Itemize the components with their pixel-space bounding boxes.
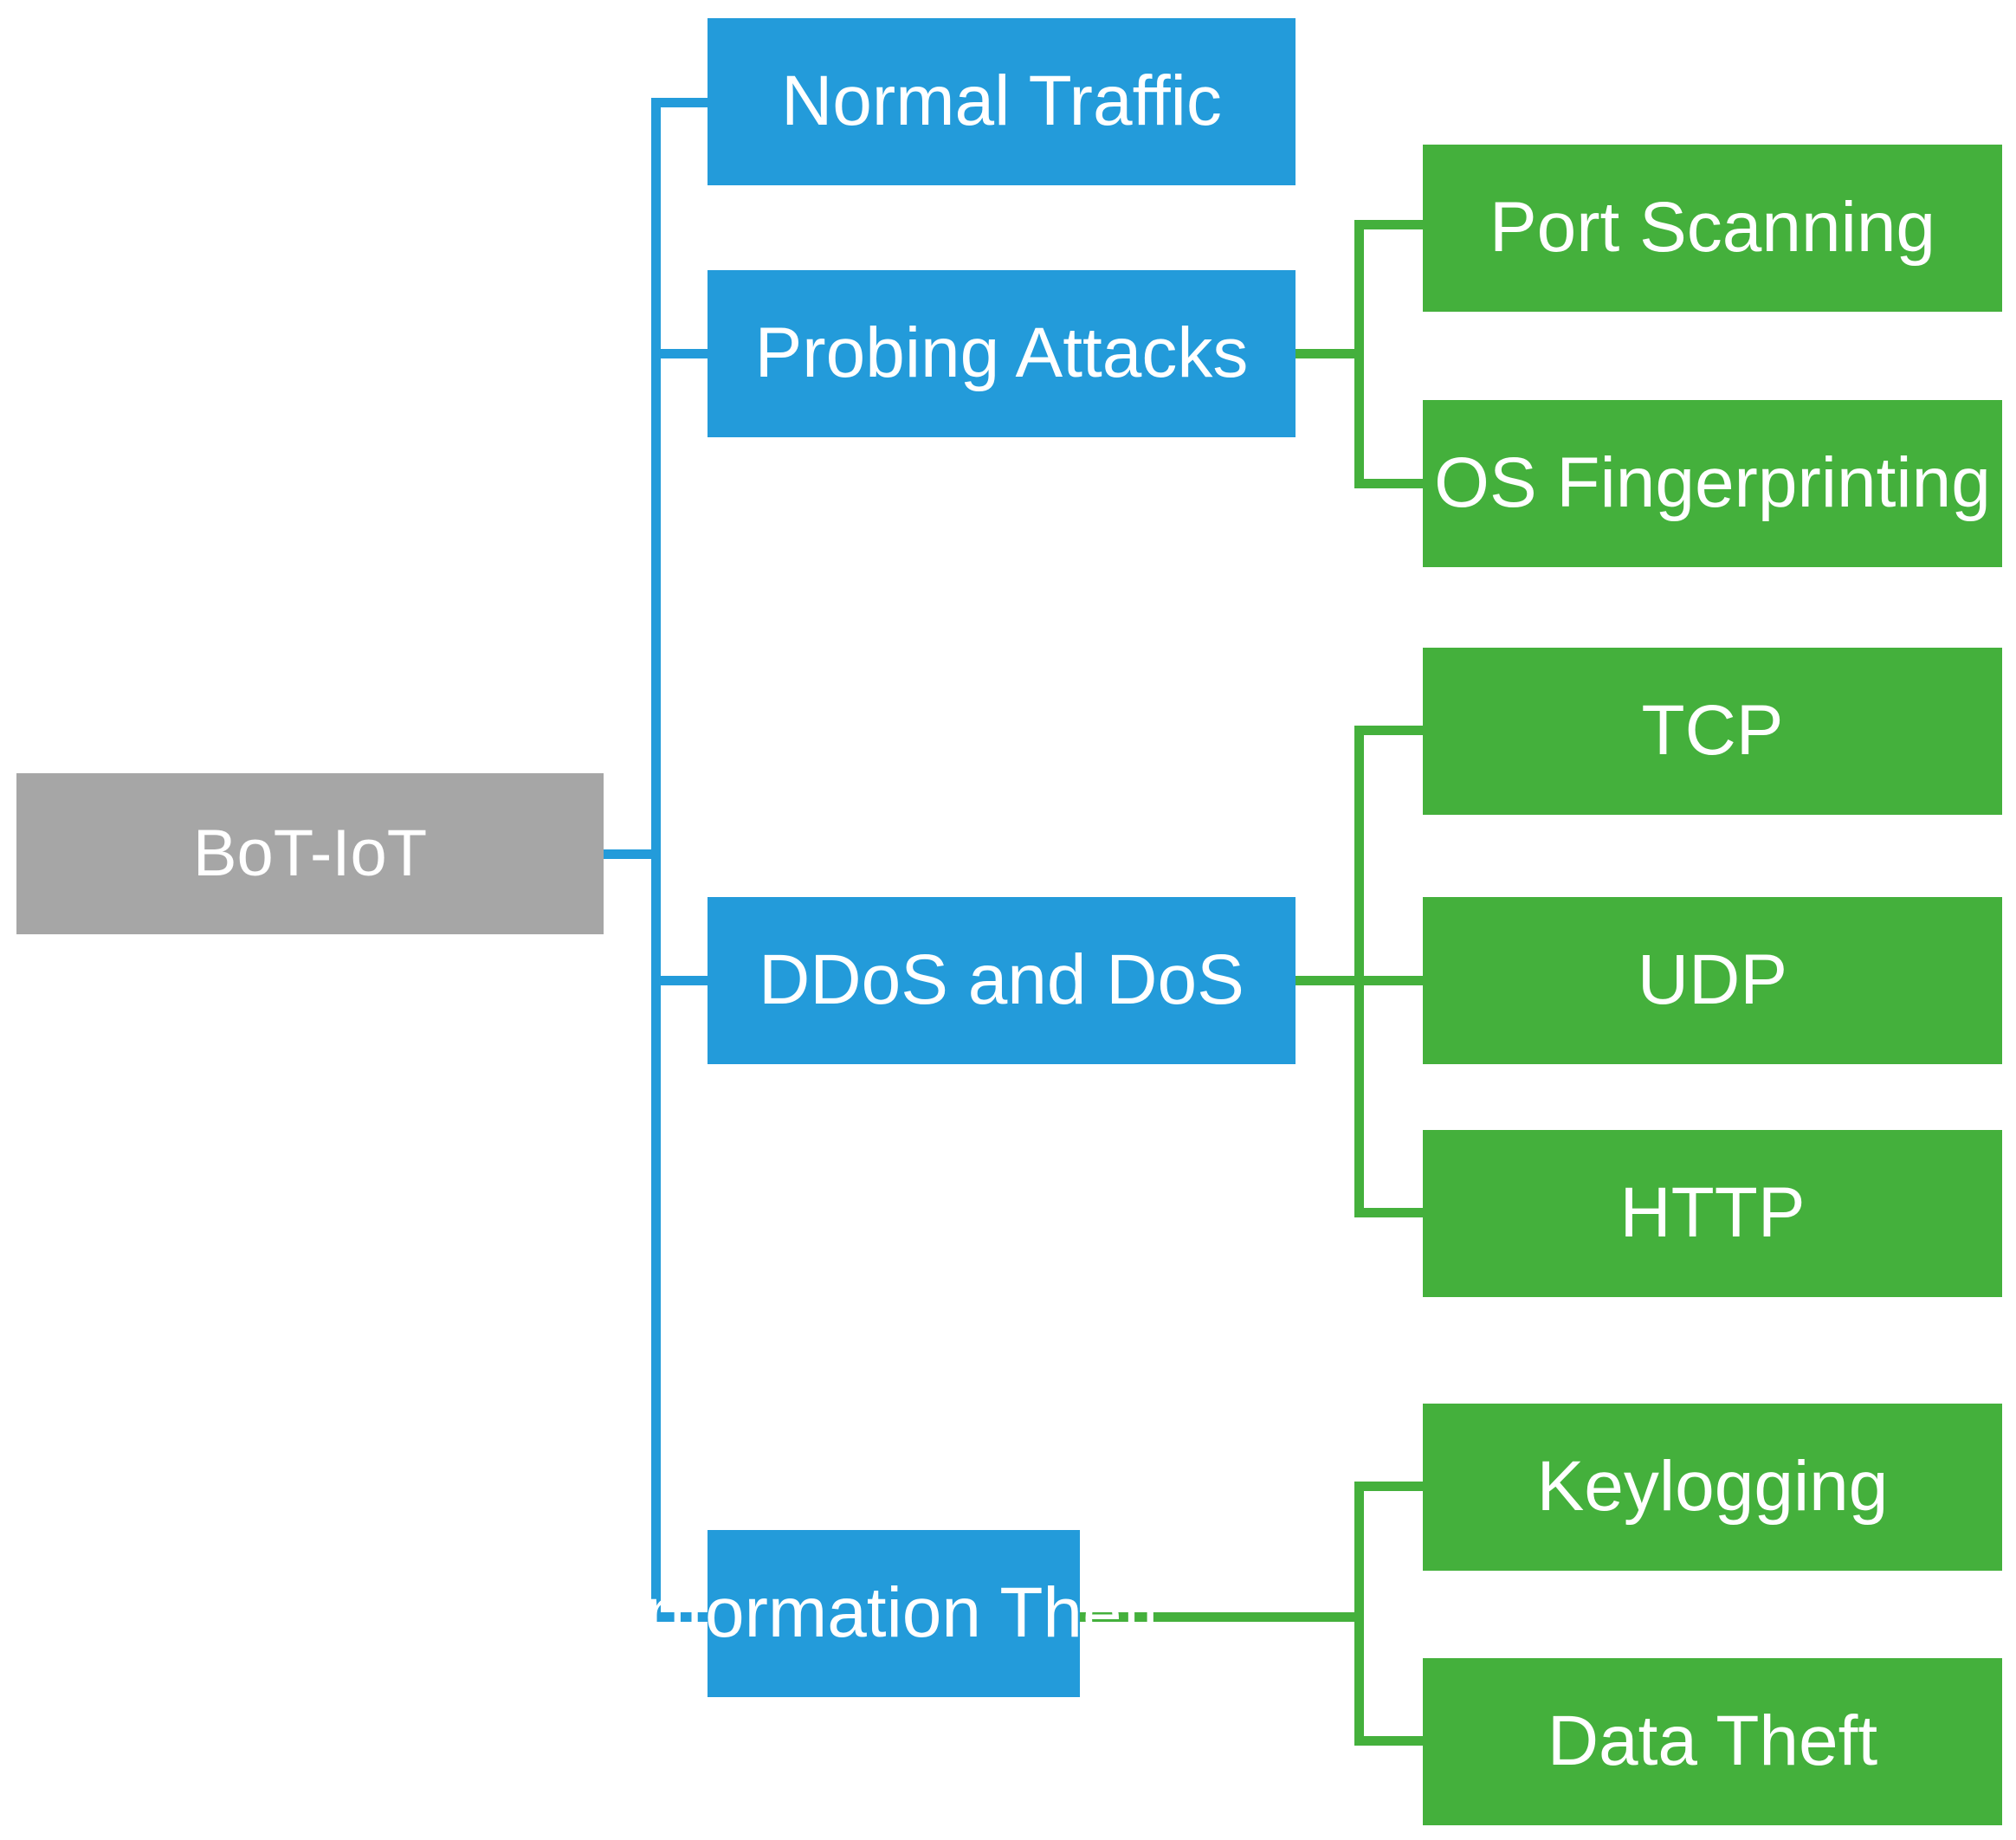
node-data-theft-label: Data Theft <box>1547 1701 1878 1781</box>
connector-ddos-trunk <box>1354 726 1364 1217</box>
node-probing-attacks[interactable]: Probing Attacks <box>708 270 1296 437</box>
node-root-label: BoT-IoT <box>192 817 428 891</box>
node-root-bot-iot[interactable]: BoT-IoT <box>16 773 604 934</box>
connector-stub-information-theft <box>651 1612 708 1622</box>
connector-stub-probing-attacks <box>651 349 708 358</box>
connector-theft-parent-stub <box>1080 1612 1363 1622</box>
node-os-fingerprinting[interactable]: OS Fingerprinting <box>1423 400 2002 567</box>
node-port-scanning-label: Port Scanning <box>1489 188 1936 268</box>
connector-stub-keylogging <box>1354 1482 1425 1491</box>
node-ddos-and-dos[interactable]: DDoS and DoS <box>708 897 1296 1064</box>
connector-stub-port-scanning <box>1354 220 1425 229</box>
node-keylogging[interactable]: Keylogging <box>1423 1404 2002 1571</box>
connector-blue-trunk <box>651 98 661 1622</box>
node-normal-traffic-label: Normal Traffic <box>781 61 1222 141</box>
connector-stub-normal-traffic <box>651 98 708 107</box>
connector-ddos-parent-stub <box>1296 976 1363 985</box>
connector-root-stub <box>604 849 661 859</box>
connector-stub-udp <box>1354 976 1425 985</box>
node-ddos-and-dos-label: DDoS and DoS <box>759 940 1244 1020</box>
node-data-theft[interactable]: Data Theft <box>1423 1658 2002 1825</box>
node-udp-label: UDP <box>1637 940 1788 1020</box>
node-tcp[interactable]: TCP <box>1423 648 2002 815</box>
connector-probing-trunk <box>1354 220 1364 488</box>
connector-theft-trunk <box>1354 1482 1364 1746</box>
node-keylogging-label: Keylogging <box>1536 1447 1889 1527</box>
connector-probing-parent-stub <box>1296 349 1363 358</box>
node-information-theft[interactable]: Information Theft <box>626 1530 1161 1697</box>
node-information-theft-label: Information Theft <box>625 1573 1162 1653</box>
connector-stub-os-fingerprinting <box>1354 479 1425 488</box>
connector-stub-data-theft <box>1354 1736 1425 1746</box>
connector-stub-tcp <box>1354 726 1425 735</box>
connector-stub-http <box>1354 1208 1425 1217</box>
node-probing-attacks-label: Probing Attacks <box>754 313 1249 393</box>
node-port-scanning[interactable]: Port Scanning <box>1423 145 2002 312</box>
connector-stub-ddos-dos <box>651 976 708 985</box>
node-normal-traffic[interactable]: Normal Traffic <box>708 18 1296 185</box>
node-udp[interactable]: UDP <box>1423 897 2002 1064</box>
node-os-fingerprinting-label: OS Fingerprinting <box>1434 443 1991 523</box>
node-http-label: HTTP <box>1619 1173 1806 1253</box>
node-http[interactable]: HTTP <box>1423 1130 2002 1297</box>
node-tcp-label: TCP <box>1641 691 1784 771</box>
